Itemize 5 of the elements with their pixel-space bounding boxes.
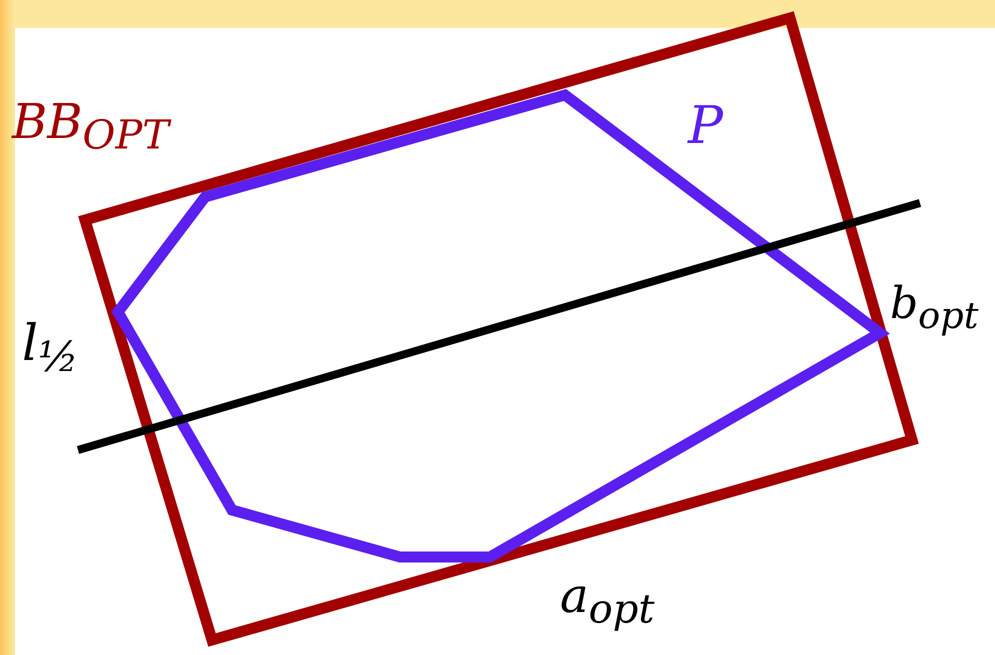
line-label: l$_{½}$ [22, 318, 78, 378]
box-label: BB$_{OPT}$ [12, 98, 169, 156]
vertex-label: b$_{opt}$ [890, 282, 978, 334]
side-label: a$_{opt}$ [560, 572, 654, 630]
polygon-label: P [688, 100, 723, 152]
